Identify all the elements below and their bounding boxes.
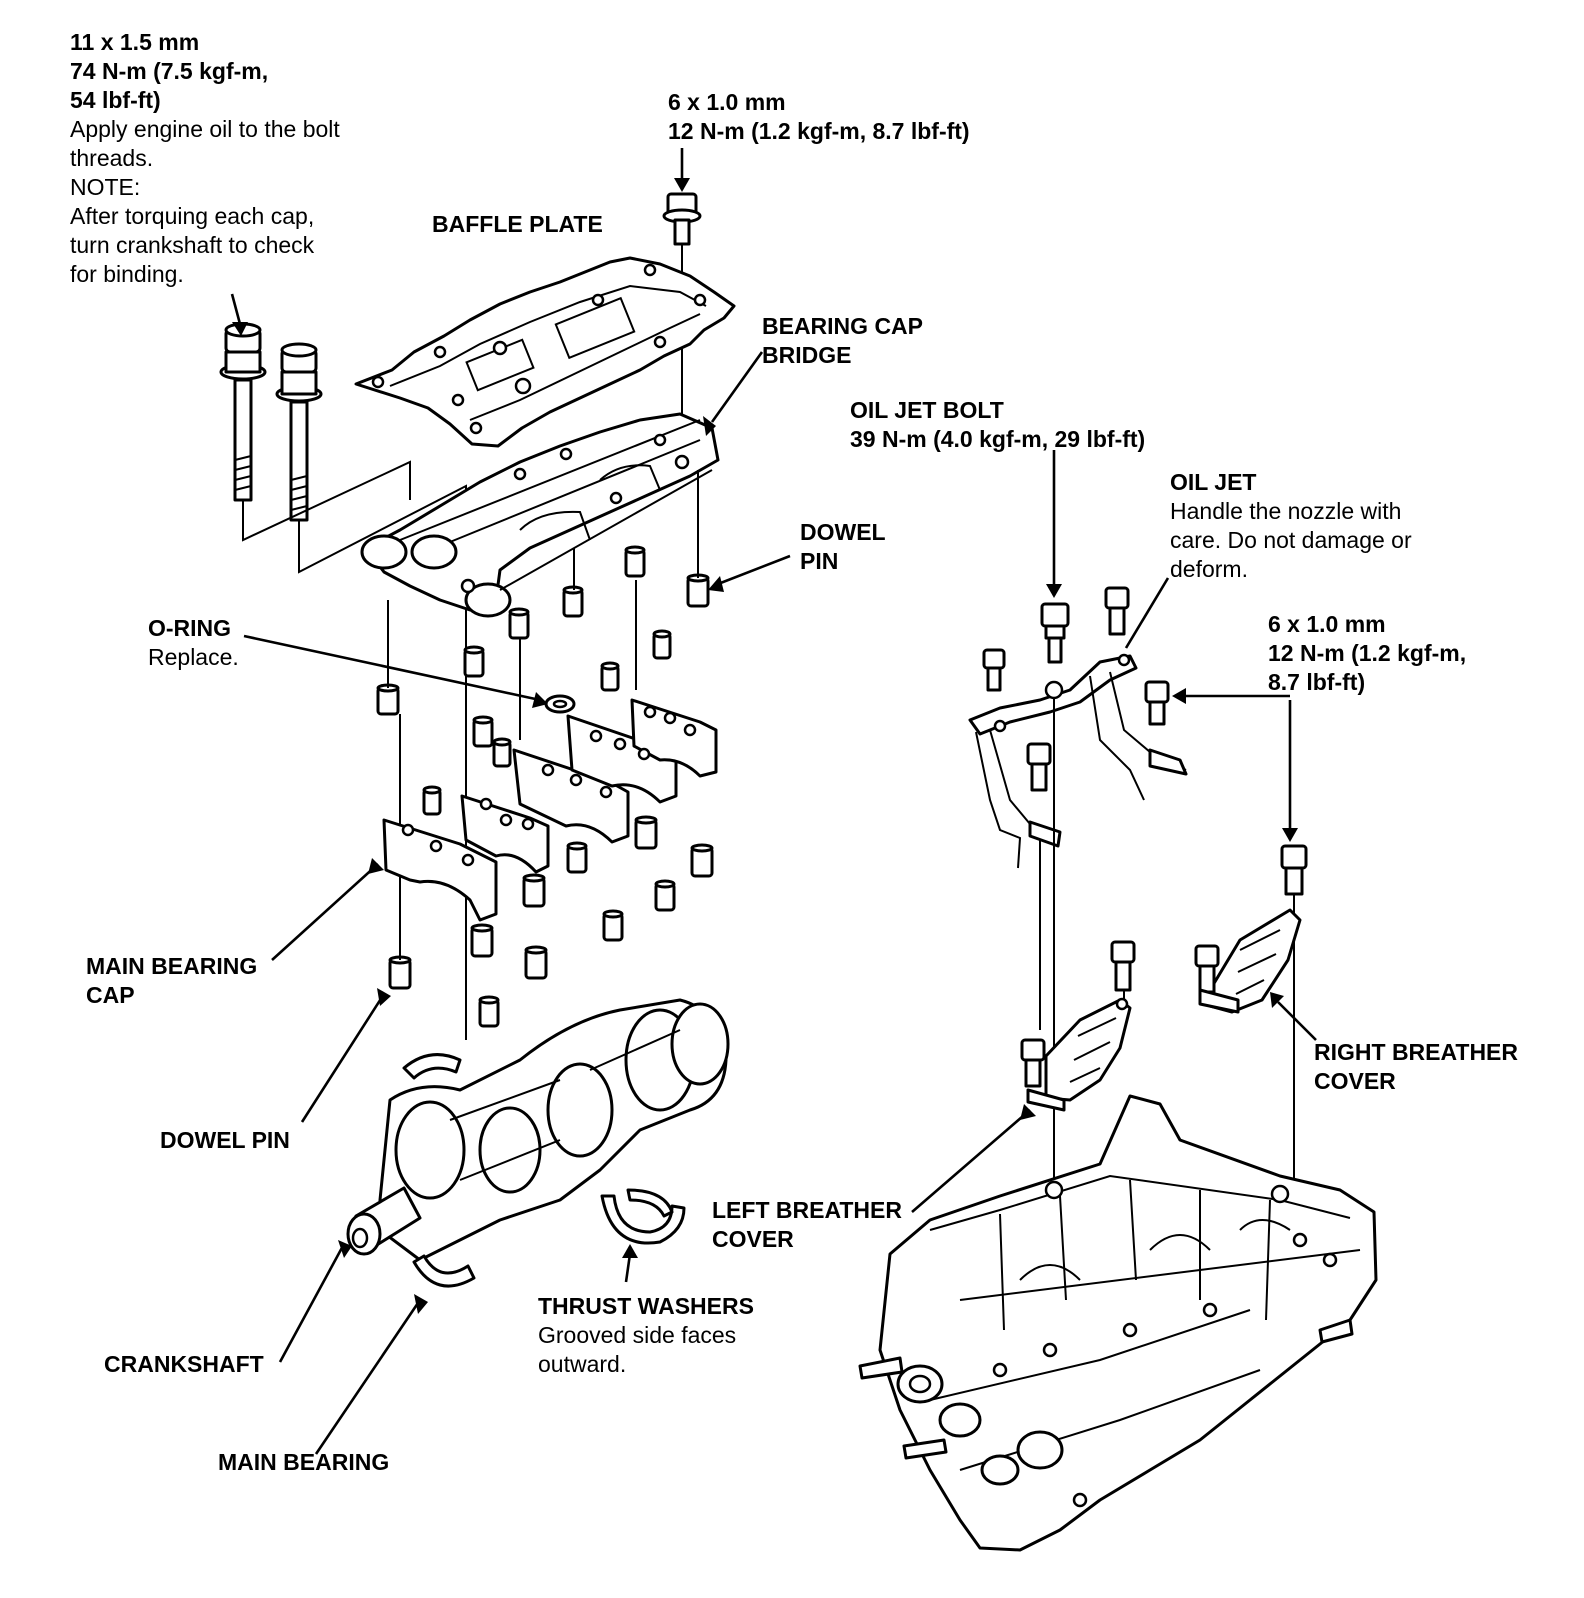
main-bolt-note-3: NOTE: xyxy=(70,174,141,200)
breather-bolt-label: 6 x 1.0 mm 12 N-m (1.2 kgf-m, 8.7 lbf-ft… xyxy=(1268,610,1466,697)
baffle-plate-label: BAFFLE PLATE xyxy=(432,210,603,239)
bearing-cap-bridge xyxy=(360,351,764,618)
main-bearing-label: MAIN BEARING xyxy=(218,1448,389,1477)
main-bolt-note-4: After torquing each cap, xyxy=(70,203,315,229)
main-bearing-cap-label: MAIN BEARING CAP xyxy=(86,952,257,1010)
oil-jet-note-2: care. Do not damage or xyxy=(1170,527,1412,553)
dowel-pin-lower-title: DOWEL PIN xyxy=(160,1127,290,1153)
o-ring-label: O-RING Replace. xyxy=(148,614,239,672)
main-bolt-spec-3: 54 lbf-ft) xyxy=(70,87,161,113)
crankshaft-title: CRANKSHAFT xyxy=(104,1351,264,1377)
right-breather-cover xyxy=(1194,908,1317,1041)
main-bearing-cap-bolts xyxy=(219,293,467,1040)
crankshaft xyxy=(278,998,730,1363)
baffle-plate-bolt xyxy=(662,148,702,458)
main-bearing-cap-line-2: CAP xyxy=(86,982,135,1008)
o-ring xyxy=(243,634,576,714)
breather-bolt-callout xyxy=(1172,688,1308,1190)
main-bolt-label: 11 x 1.5 mm 74 N-m (7.5 kgf-m, 54 lbf-ft… xyxy=(70,28,340,289)
oil-jet-note-1: Handle the nozzle with xyxy=(1170,498,1402,524)
oil-jet-assembly xyxy=(968,450,1188,1190)
oil-jet-label: OIL JET Handle the nozzle with care. Do … xyxy=(1170,468,1412,584)
dowel-pin-upper-label: DOWEL PIN xyxy=(800,518,886,576)
baffle-plate-title: BAFFLE PLATE xyxy=(432,211,603,237)
oil-jet-bolt-spec: 39 N-m (4.0 kgf-m, 29 lbf-ft) xyxy=(850,426,1146,452)
main-bolt-spec-1: 11 x 1.5 mm xyxy=(70,29,200,55)
oil-jet-bolt-title: OIL JET BOLT xyxy=(850,397,1004,423)
engine-block xyxy=(858,1094,1378,1552)
baffle-plate xyxy=(354,256,736,448)
main-bolt-note-2: threads. xyxy=(70,145,154,171)
dowel-pins xyxy=(376,470,791,1028)
dowel-pin-upper-line-2: PIN xyxy=(800,548,839,574)
bearing-shells xyxy=(314,1053,686,1455)
left-breather-cover xyxy=(911,940,1136,1213)
breather-bolt-spec-3: 8.7 lbf-ft) xyxy=(1268,669,1366,695)
oil-jet-title: OIL JET xyxy=(1170,469,1257,495)
o-ring-title: O-RING xyxy=(148,615,232,641)
bearing-cap-bridge-line-2: BRIDGE xyxy=(762,342,852,368)
breather-bolt-spec-2: 12 N-m (1.2 kgf-m, xyxy=(1268,640,1467,666)
main-bolt-spec-2: 74 N-m (7.5 kgf-m, xyxy=(70,58,269,84)
dowel-pin-upper-line-1: DOWEL xyxy=(800,519,886,545)
bearing-cap-bridge-line-1: BEARING CAP xyxy=(762,313,924,339)
thrust-washers-note-2: outward. xyxy=(538,1351,627,1377)
left-breather-cover-line-2: COVER xyxy=(712,1226,794,1252)
main-bolt-note-6: for binding. xyxy=(70,261,184,287)
thrust-washers-label: THRUST WASHERS Grooved side faces outwar… xyxy=(538,1292,754,1379)
bearing-cap-bridge-label: BEARING CAP BRIDGE xyxy=(762,312,923,370)
oil-jet-bolt-label: OIL JET BOLT 39 N-m (4.0 kgf-m, 29 lbf-f… xyxy=(850,396,1145,454)
thrust-washers-title: THRUST WASHERS xyxy=(538,1293,754,1319)
o-ring-note: Replace. xyxy=(148,644,239,670)
oil-jet-note-3: deform. xyxy=(1170,556,1248,582)
main-bolt-note-5: turn crankshaft to check xyxy=(70,232,315,258)
main-bolt-note-1: Apply engine oil to the bolt xyxy=(70,116,340,142)
main-bearing-caps xyxy=(271,698,718,961)
dowel-pin-lower-label: DOWEL PIN xyxy=(160,1126,290,1155)
breather-bolt-spec-1: 6 x 1.0 mm xyxy=(1268,611,1386,637)
baffle-bolt-label: 6 x 1.0 mm 12 N-m (1.2 kgf-m, 8.7 lbf-ft… xyxy=(668,88,970,146)
crankshaft-label: CRANKSHAFT xyxy=(104,1350,264,1379)
right-breather-cover-line-2: COVER xyxy=(1314,1068,1396,1094)
baffle-bolt-spec-1: 6 x 1.0 mm xyxy=(668,89,786,115)
thrust-washers-note-1: Grooved side faces xyxy=(538,1322,737,1348)
main-bearing-title: MAIN BEARING xyxy=(218,1449,390,1475)
right-breather-cover-label: RIGHT BREATHER COVER xyxy=(1314,1038,1518,1096)
baffle-bolt-spec-2: 12 N-m (1.2 kgf-m, 8.7 lbf-ft) xyxy=(668,118,970,144)
left-breather-cover-line-1: LEFT BREATHER xyxy=(712,1197,902,1223)
right-breather-cover-line-1: RIGHT BREATHER xyxy=(1314,1039,1519,1065)
main-bearing-cap-line-1: MAIN BEARING xyxy=(86,953,258,979)
left-breather-cover-label: LEFT BREATHER COVER xyxy=(712,1196,902,1254)
dowel-pin-lower-leader xyxy=(300,988,391,1123)
